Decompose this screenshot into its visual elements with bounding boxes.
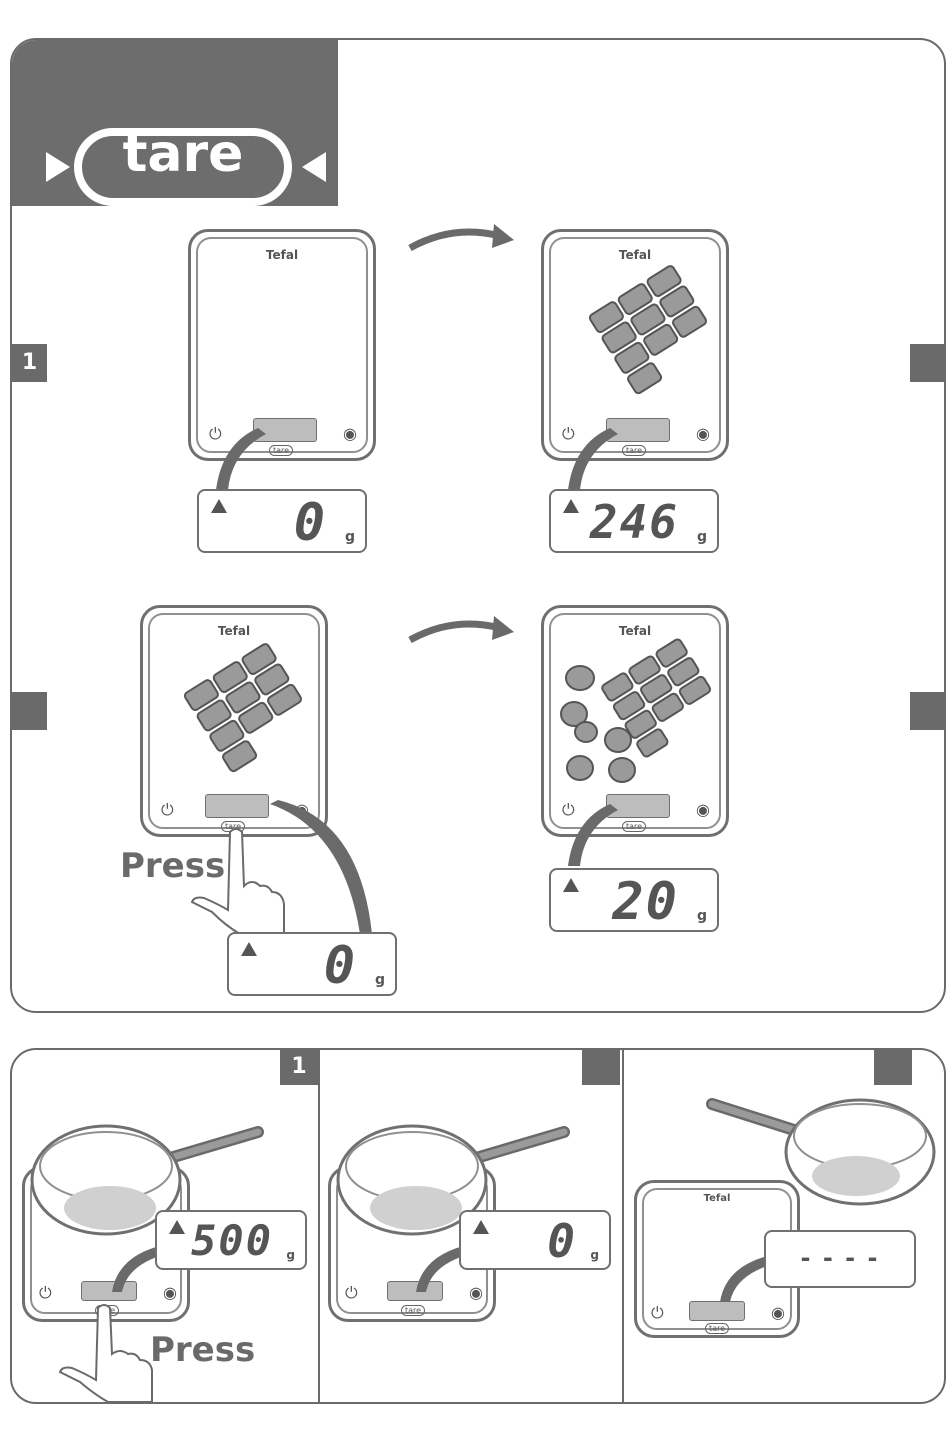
readout-value: 500 xyxy=(191,1216,273,1265)
weight-icon xyxy=(563,878,579,892)
readout-b3: - - - - xyxy=(764,1230,916,1288)
chocolate-bar-image xyxy=(177,642,317,772)
brand-logo: Tefal xyxy=(544,624,726,638)
readout-unit: g xyxy=(345,529,355,545)
readout-1: 0 g xyxy=(197,489,367,553)
power-icon[interactable]: ⏻ xyxy=(345,1285,358,1301)
readout-value: 0 xyxy=(294,493,327,553)
tare-button[interactable]: tare xyxy=(401,1305,425,1316)
chocolate-bar-image xyxy=(582,264,722,394)
weight-icon xyxy=(241,942,257,956)
hazelnuts-image xyxy=(556,658,646,788)
readout-b1: 500 g xyxy=(155,1210,307,1270)
callout-connector xyxy=(210,424,290,494)
readout-3: 0 g xyxy=(227,932,397,996)
weight-icon xyxy=(169,1220,185,1234)
readout-value: 0 xyxy=(547,1214,577,1268)
step-marker-right-2 xyxy=(910,692,946,730)
readout-value: 246 xyxy=(590,495,679,549)
step-marker-bottom-3 xyxy=(874,1049,912,1085)
step-marker-left-2 xyxy=(12,692,47,730)
step-marker-right-1 xyxy=(910,344,946,382)
readout-b2: 0 g xyxy=(459,1210,611,1270)
readout-2: 246 g xyxy=(549,489,719,553)
step-marker-bottom-2 xyxy=(582,1049,620,1085)
tare-header: tare xyxy=(12,40,338,206)
arrow-icon xyxy=(408,222,518,262)
drop-icon[interactable]: ◉ xyxy=(696,802,710,818)
scale-display xyxy=(205,794,269,818)
readout-unit: g xyxy=(375,972,385,988)
press-label: Press xyxy=(120,846,225,886)
readout-unit: g xyxy=(697,908,707,924)
callout-connector xyxy=(562,424,642,494)
power-icon[interactable]: ⏻ xyxy=(651,1305,664,1321)
brand-logo: Tefal xyxy=(191,248,373,262)
power-icon[interactable]: ⏻ xyxy=(161,802,174,818)
step-marker-1-top: 1 xyxy=(12,344,47,382)
readout-value: 20 xyxy=(612,872,679,932)
weight-icon xyxy=(473,1220,489,1234)
power-icon[interactable]: ⏻ xyxy=(39,1285,52,1301)
brand-logo: Tefal xyxy=(143,624,325,638)
callout-connector xyxy=(562,800,642,870)
press-label: Press xyxy=(150,1330,255,1370)
readout-unit: g xyxy=(697,529,707,545)
readout-4: 20 g xyxy=(549,868,719,932)
header-title: tare xyxy=(78,124,288,184)
weight-icon xyxy=(563,499,579,513)
arrow-icon xyxy=(408,612,518,652)
drop-icon[interactable]: ◉ xyxy=(696,426,710,442)
brand-logo: Tefal xyxy=(544,248,726,262)
drop-icon[interactable]: ◉ xyxy=(343,426,357,442)
readout-unit: g xyxy=(286,1248,295,1262)
readout-value: 0 xyxy=(324,936,357,996)
readout-value: - - - - xyxy=(766,1244,914,1272)
tare-button[interactable]: tare xyxy=(705,1323,729,1334)
step-marker-1-bottom: 1 xyxy=(280,1049,318,1085)
weight-icon xyxy=(211,499,227,513)
panel-divider xyxy=(318,1050,320,1402)
saucepan-image xyxy=(704,1090,944,1220)
panel-divider xyxy=(622,1050,624,1402)
readout-unit: g xyxy=(590,1248,599,1262)
